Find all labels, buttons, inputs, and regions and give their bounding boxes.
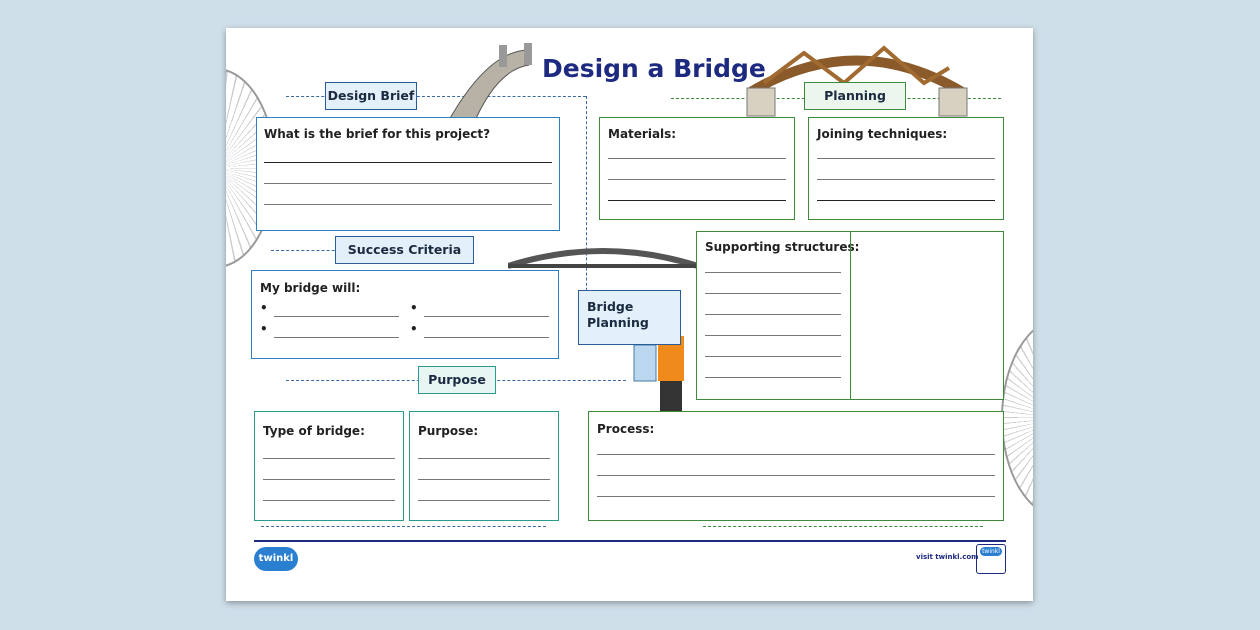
- type-label: Type of bridge:: [263, 424, 365, 438]
- connector: [703, 526, 983, 527]
- approved-badge: twinkl: [976, 544, 1006, 574]
- writing-line[interactable]: [264, 162, 552, 163]
- writing-line[interactable]: [597, 475, 995, 476]
- writing-line[interactable]: [274, 316, 399, 317]
- materials-box: Materials:: [599, 117, 795, 220]
- bridge-planning-tag: Bridge Planning: [578, 290, 681, 345]
- writing-line[interactable]: [597, 454, 995, 455]
- bullet: •: [260, 301, 268, 315]
- writing-line[interactable]: [263, 500, 395, 501]
- my-bridge-label: My bridge will:: [260, 281, 361, 295]
- writing-line[interactable]: [263, 458, 395, 459]
- badge-logo: twinkl: [980, 547, 1002, 556]
- bullet: •: [260, 322, 268, 336]
- brief-box: What is the brief for this project?: [256, 117, 560, 231]
- supporting-label: Supporting structures:: [705, 240, 860, 254]
- writing-line[interactable]: [608, 200, 786, 201]
- footer-rule: [254, 540, 1006, 542]
- writing-line[interactable]: [817, 179, 995, 180]
- divider: [850, 232, 851, 399]
- writing-line[interactable]: [817, 158, 995, 159]
- success-criteria-tag: Success Criteria: [335, 236, 474, 264]
- type-of-bridge-box: Type of bridge:: [254, 411, 404, 521]
- success-criteria-box: My bridge will: • • • •: [251, 270, 559, 359]
- writing-line[interactable]: [608, 158, 786, 159]
- joining-techniques-box: Joining techniques:: [808, 117, 1004, 220]
- writing-line[interactable]: [263, 479, 395, 480]
- visit-link[interactable]: visit twinkl.com: [916, 553, 979, 561]
- connector: [586, 96, 587, 316]
- materials-label: Materials:: [608, 127, 677, 141]
- purpose-label: Purpose:: [418, 424, 479, 438]
- writing-line[interactable]: [424, 316, 549, 317]
- writing-line[interactable]: [418, 458, 550, 459]
- writing-line[interactable]: [264, 204, 552, 205]
- protractor-image: [1001, 318, 1033, 518]
- purpose-tag: Purpose: [418, 366, 496, 394]
- writing-line[interactable]: [424, 337, 549, 338]
- stone-bridge-image: [448, 43, 532, 136]
- writing-line[interactable]: [274, 337, 399, 338]
- planning-tag: Planning: [804, 82, 906, 110]
- connector: [261, 526, 546, 527]
- writing-line[interactable]: [597, 496, 995, 497]
- wooden-bridge-image: [746, 45, 968, 117]
- brief-label: What is the brief for this project?: [264, 127, 491, 141]
- bullet: •: [410, 322, 418, 336]
- purpose-box: Purpose:: [409, 411, 559, 521]
- writing-line[interactable]: [418, 500, 550, 501]
- writing-line[interactable]: [705, 314, 841, 315]
- writing-line[interactable]: [705, 335, 841, 336]
- writing-line[interactable]: [705, 356, 841, 357]
- joining-label: Joining techniques:: [817, 127, 948, 141]
- writing-line[interactable]: [608, 179, 786, 180]
- design-brief-tag: Design Brief: [325, 82, 417, 110]
- writing-line[interactable]: [264, 183, 552, 184]
- supporting-structures-box: Supporting structures:: [696, 231, 1004, 400]
- process-box: Process:: [588, 411, 1004, 521]
- sketch-area[interactable]: [851, 232, 1003, 399]
- writing-line[interactable]: [705, 293, 841, 294]
- writing-line[interactable]: [817, 200, 995, 201]
- writing-line[interactable]: [418, 479, 550, 480]
- steel-bridge-image: [508, 248, 698, 269]
- page-title: Design a Bridge: [542, 54, 766, 83]
- connector: [286, 96, 586, 97]
- process-label: Process:: [597, 422, 655, 436]
- twinkl-logo: twinkl: [254, 547, 298, 571]
- worksheet: Design a Bridge Design Brief Planning Su…: [226, 28, 1033, 601]
- writing-line[interactable]: [705, 272, 841, 273]
- writing-line[interactable]: [705, 377, 841, 378]
- bullet: •: [410, 301, 418, 315]
